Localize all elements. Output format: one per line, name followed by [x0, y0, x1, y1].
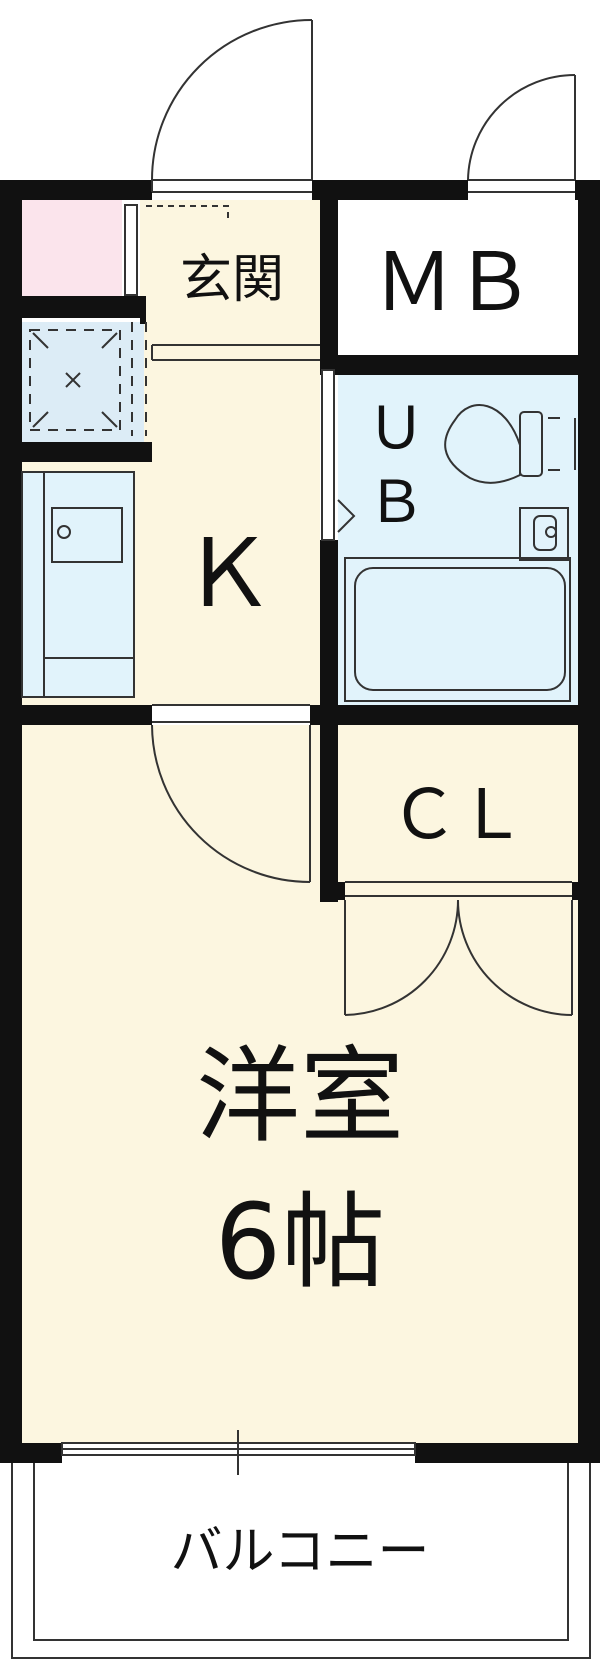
outer-walls [0, 180, 600, 1463]
shoe-cabinet-door [124, 204, 138, 296]
entrance-label: 玄関 [180, 250, 284, 310]
meter-box-floor [338, 200, 578, 355]
meter-box-door [467, 74, 576, 193]
western-room-label: 洋室 [196, 1035, 404, 1157]
bathtub [344, 557, 571, 702]
balcony [11, 1463, 591, 1659]
western-room-floor-upper [22, 725, 320, 895]
kitchen-counter [21, 471, 135, 698]
bath-label-b: Ｂ [367, 468, 425, 536]
closet-doors [344, 881, 573, 1016]
kitchen-label: Ｋ [181, 520, 275, 629]
shoe-cabinet [22, 200, 122, 296]
laundry-pan [29, 322, 147, 436]
bath-label-u: Ｕ [367, 394, 425, 462]
interior-walls [22, 180, 578, 902]
meter-box-label: ＭＢ [374, 236, 534, 329]
room-door [151, 704, 311, 883]
entrance-step [146, 205, 320, 361]
entrance-door [151, 19, 313, 193]
western-room-size-label: 6帖 [215, 1181, 385, 1303]
wash-basin [519, 507, 569, 561]
closet-label: ＣＬ [390, 776, 526, 855]
bath-door [321, 369, 356, 541]
toilet [444, 404, 576, 484]
balcony-window [61, 1430, 416, 1475]
entrance-floor [140, 200, 320, 345]
balcony-label: バルコニー [171, 1522, 430, 1582]
